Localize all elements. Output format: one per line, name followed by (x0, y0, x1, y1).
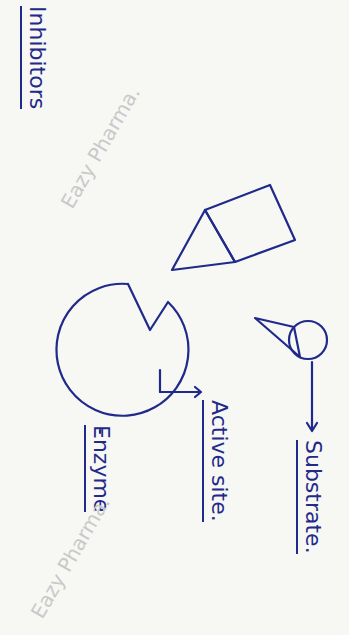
watermark: Eazy Pharma. (25, 492, 116, 623)
watermark: Eazy Pharma. (55, 82, 146, 213)
enzyme-shape (56, 284, 188, 416)
part-name: Active site. (202, 400, 232, 522)
leader-line (311, 362, 313, 430)
leader-line (159, 370, 161, 392)
arrow-head (307, 423, 317, 431)
arrow-head (195, 387, 201, 397)
part-name: Substrate. (296, 440, 326, 554)
inhibitor-triangle (172, 210, 235, 270)
inhibitor-square (205, 185, 295, 262)
leader-line (160, 391, 200, 393)
substrate-cone (255, 318, 300, 357)
part-title: Inhibitors (20, 6, 50, 109)
